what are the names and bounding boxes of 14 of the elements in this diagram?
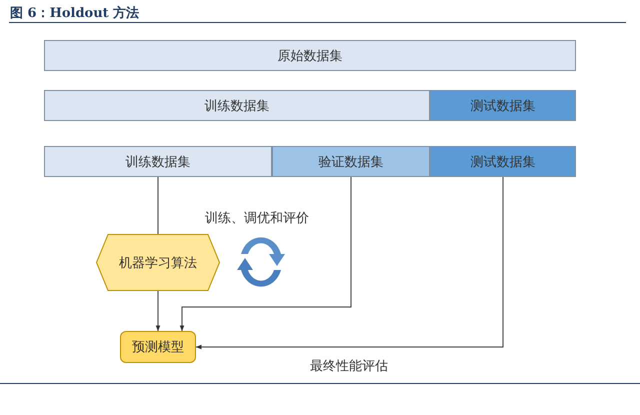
data-segment: 验证数据集 bbox=[272, 146, 430, 177]
note-text: 训练、调优和评价 bbox=[205, 210, 309, 227]
arrow bbox=[156, 290, 160, 332]
data-segment: 测试数据集 bbox=[430, 146, 576, 177]
data-segment: 测试数据集 bbox=[430, 90, 576, 121]
data-segment: 训练数据集 bbox=[44, 146, 272, 177]
process-hexagon: 机器学习算法 bbox=[96, 234, 220, 291]
data-segment: 训练数据集 bbox=[44, 90, 430, 121]
figure-title: 图 6：Holdout 方法 bbox=[10, 4, 140, 22]
arrow bbox=[180, 176, 352, 332]
edge-label: 最终性能评估 bbox=[310, 357, 388, 375]
arrow bbox=[196, 176, 504, 350]
data-segment: 原始数据集 bbox=[44, 40, 576, 71]
process-box: 预测模型 bbox=[120, 331, 196, 363]
